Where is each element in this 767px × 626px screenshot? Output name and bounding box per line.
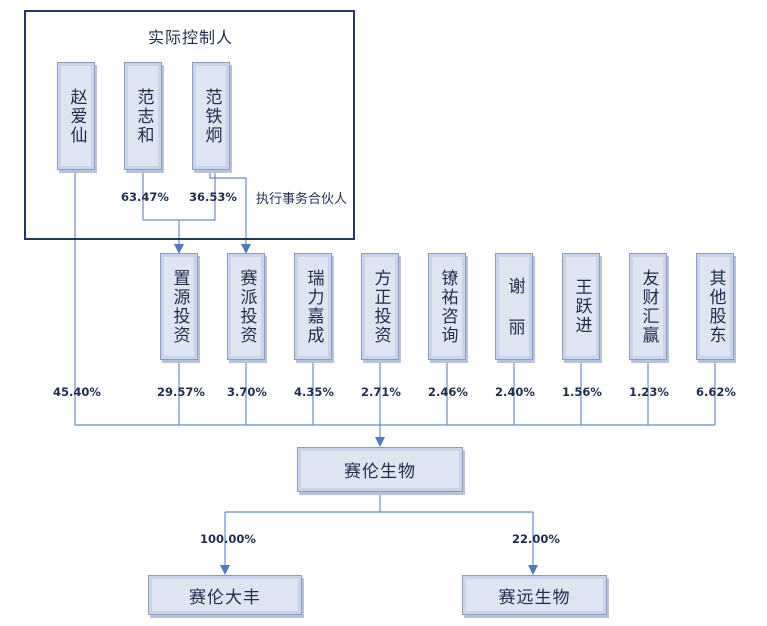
pct-xie-li: 2.40% <box>495 385 535 399</box>
stake-fan-zhihe: 63.47% <box>121 190 169 204</box>
arrow-saiyuan <box>528 565 538 575</box>
arrow-saipai <box>241 244 251 254</box>
subsidiary-saiyuan-bio: 赛远生物 <box>462 575 607 615</box>
shareholder-youcai-huiying: 友财汇赢 <box>629 253 667 360</box>
pct-ruili-jiacheng: 4.35% <box>294 385 334 399</box>
pct-zhao-aixian: 45.40% <box>53 385 101 399</box>
pct-wang-yuejin: 1.56% <box>562 385 602 399</box>
shareholder-saipai: 赛派投资 <box>227 253 265 360</box>
line-gp-saipai <box>209 170 247 248</box>
line-subsidiaries <box>224 492 534 568</box>
line-shareholders <box>178 360 716 425</box>
arrow-dafeng <box>220 565 230 575</box>
shareholder-fangzheng: 方正投资 <box>361 253 399 360</box>
arrow-zhiyuan <box>174 244 184 254</box>
pct-sailun-dafeng: 100.00% <box>200 532 256 546</box>
pct-liaoyou: 2.46% <box>428 385 468 399</box>
shareholder-xie-li: 谢 丽 <box>495 253 533 360</box>
pct-saipai: 3.70% <box>227 385 267 399</box>
shareholder-ruili-jiacheng: 瑞力嘉成 <box>294 253 332 360</box>
pct-youcai-huiying: 1.23% <box>629 385 669 399</box>
shareholder-wang-yuejin: 王跃进 <box>562 253 600 360</box>
actual-controller-title: 实际控制人 <box>148 28 234 47</box>
subsidiary-sailun-dafeng: 赛伦大丰 <box>148 575 302 615</box>
pct-saiyuan-bio: 22.00% <box>512 532 560 546</box>
company-sailun-bio: 赛伦生物 <box>297 447 463 492</box>
controller-fan-tiejiong: 范铁炯 <box>192 62 230 170</box>
shareholder-liaoyou: 镣祐咨询 <box>428 253 466 360</box>
shareholder-others: 其他股东 <box>696 253 734 360</box>
actual-controller-frame <box>24 10 355 240</box>
executive-partner-note: 执行事务合伙人 <box>256 192 348 207</box>
shareholder-zhiyuan: 置源投资 <box>160 253 198 360</box>
arrow-company <box>375 437 385 447</box>
pct-fangzheng: 2.71% <box>361 385 401 399</box>
pct-others: 6.62% <box>696 385 736 399</box>
controller-fan-zhihe: 范志和 <box>124 62 162 170</box>
pct-zhiyuan: 29.57% <box>157 385 205 399</box>
stake-fan-tiejiong: 36.53% <box>189 190 237 204</box>
controller-zhao-aixian: 赵爱仙 <box>57 62 95 170</box>
